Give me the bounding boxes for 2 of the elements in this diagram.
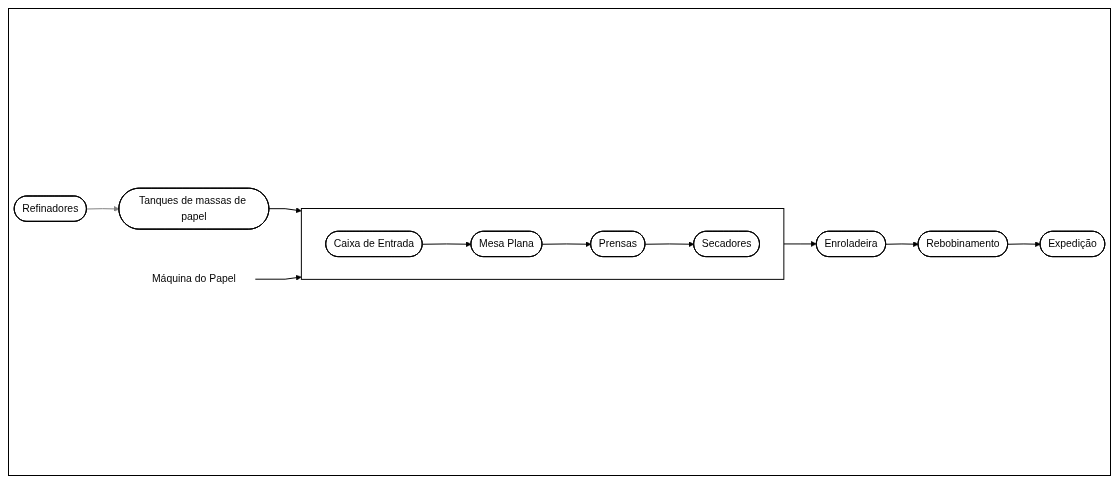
node-text: Máquina do Papel xyxy=(151,272,236,284)
cluster xyxy=(300,207,785,280)
